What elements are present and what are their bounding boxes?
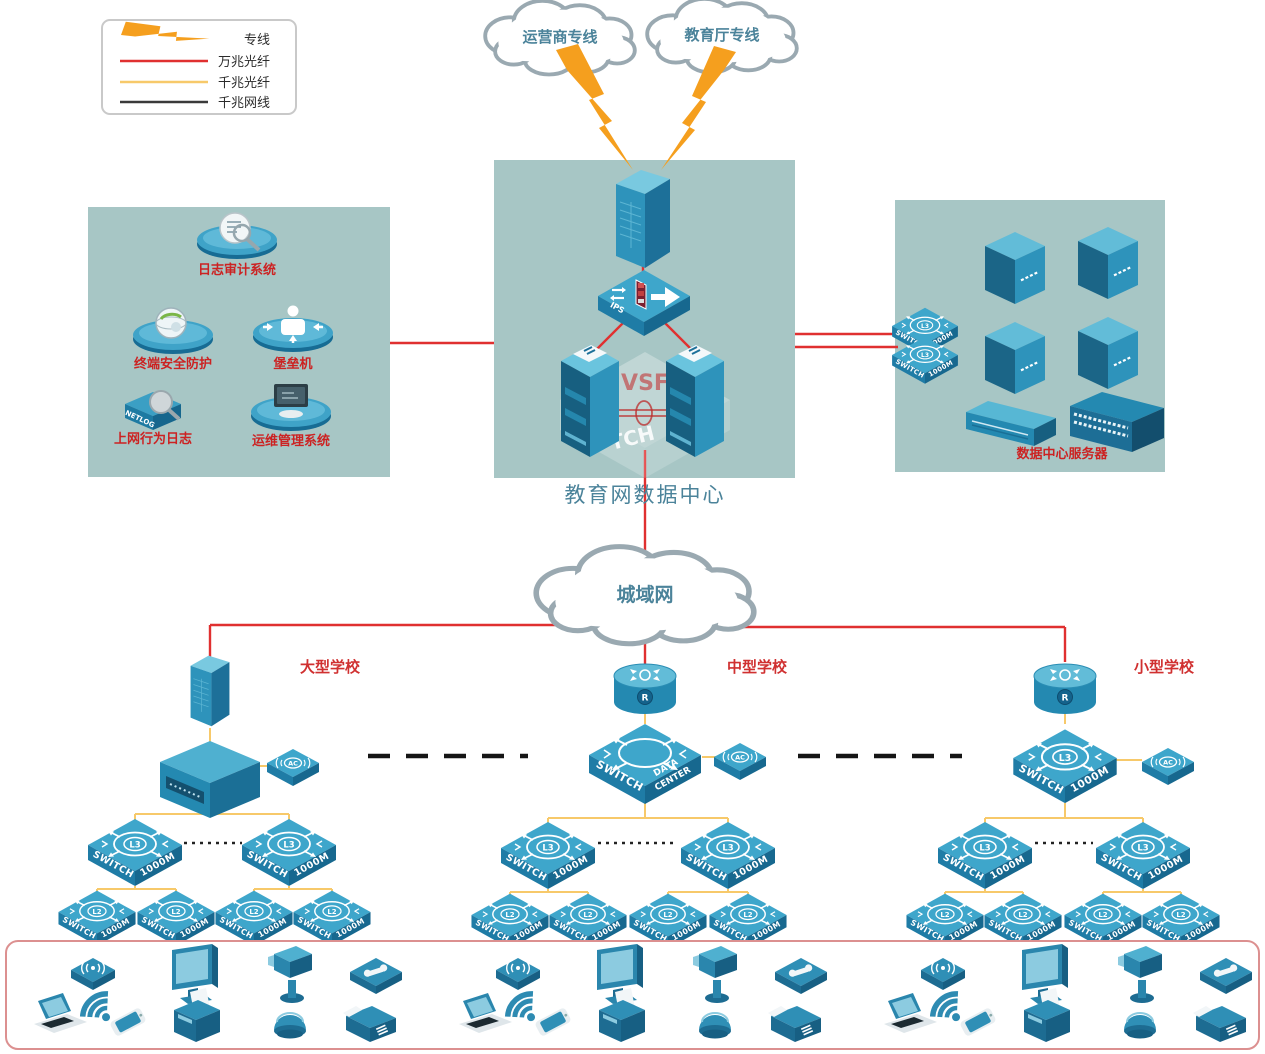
dc-server-4-icon xyxy=(1076,315,1140,391)
l2-switch-icon xyxy=(215,891,292,946)
terminal-protect-label: 终端安全防护 xyxy=(134,356,212,372)
l2-switch-icon xyxy=(58,891,135,946)
medium-school-router-icon xyxy=(613,663,677,715)
dc-server-1-icon xyxy=(983,230,1047,306)
medium-school: 中型学校 xyxy=(471,658,788,949)
log-audit-icon xyxy=(197,212,277,259)
behavior-log-label: 上网行为日志 xyxy=(114,431,192,447)
isp-cloud-label: 运营商专线 xyxy=(522,28,597,46)
l2-switch-icon xyxy=(293,891,370,946)
l3-switch-icon xyxy=(242,819,336,886)
large-school-label: 大型学校 xyxy=(300,658,361,676)
medium-school-label: 中型学校 xyxy=(727,658,788,676)
ops-mgmt-label: 运维管理系统 xyxy=(252,433,330,449)
data-center-title: 教育网数据中心 xyxy=(565,483,726,507)
legend-label-2: 千兆光纤 xyxy=(218,76,270,91)
small-school-router-icon xyxy=(1033,663,1097,715)
edu-cloud-label: 教育厅专线 xyxy=(683,26,759,44)
small-school: 小型学校 xyxy=(906,658,1219,949)
large-school-ac-icon xyxy=(266,748,320,787)
dc-server-3-icon xyxy=(983,320,1047,396)
netlog-icon: NETLOG xyxy=(124,390,181,430)
medium-school-core-switch-icon xyxy=(588,723,702,805)
l2-switch-icon xyxy=(137,891,214,946)
large-school-core-switch-icon xyxy=(159,740,261,819)
legend-label-0: 专线 xyxy=(244,33,270,48)
large-school-firewall-icon xyxy=(190,655,230,727)
10g-fiber-links xyxy=(208,262,1067,668)
terminal-protect-icon xyxy=(133,307,213,354)
firewall-icon xyxy=(615,169,671,269)
l3-switch-icon xyxy=(681,822,775,889)
legend-label-1: 万兆光纤 xyxy=(218,55,270,70)
large-school: 大型学校 xyxy=(58,655,370,946)
server-zone: 数据中心服务器 xyxy=(892,225,1166,462)
ops-mgmt-icon xyxy=(251,384,331,431)
dc-server-2-icon xyxy=(1076,225,1140,301)
lightning-bolt-right xyxy=(661,46,736,170)
core-server-right-icon xyxy=(665,344,725,458)
bastion-icon xyxy=(253,305,333,352)
dc-servers-label: 数据中心服务器 xyxy=(1016,446,1108,462)
medium-school-ac-icon xyxy=(713,742,767,781)
legend: 专线 万兆光纤 千兆光纤 千兆网线 xyxy=(101,0,297,115)
legend-label-3: 千兆网线 xyxy=(218,96,270,111)
security-zone: 日志审计系统 终端安全防护 堡垒机 NETLOG xyxy=(114,212,333,449)
small-school-label: 小型学校 xyxy=(1134,658,1195,676)
l3-switch-icon xyxy=(1096,822,1190,889)
small-school-core-switch-icon xyxy=(1013,729,1116,803)
bastion-label: 堡垒机 xyxy=(273,356,312,372)
l3-switch-icon xyxy=(88,819,182,886)
l3-switch-icon xyxy=(501,822,595,889)
vsf-label: VSF xyxy=(621,371,669,396)
metro-cloud-label: 城域网 xyxy=(616,583,673,606)
l3-switch-icon xyxy=(938,822,1032,889)
data-center-zone: TCH VSF 教育网数据中心 xyxy=(560,169,730,507)
log-audit-label: 日志审计系统 xyxy=(198,262,276,278)
small-school-ac-icon xyxy=(1141,747,1195,786)
core-server-left-icon xyxy=(560,344,620,458)
